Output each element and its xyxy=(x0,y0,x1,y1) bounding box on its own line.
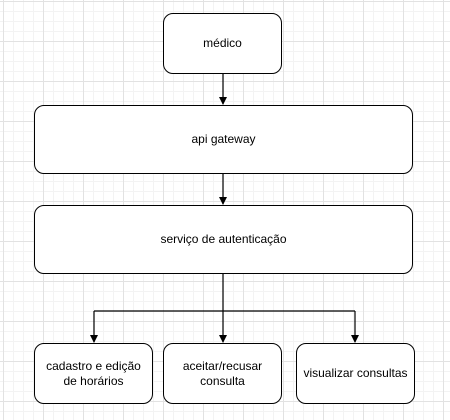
node-medico[interactable]: médico xyxy=(163,13,282,74)
node-schedule-edit-label: cadastro e edição de horários xyxy=(46,358,141,388)
node-view-appointments-label: visualizar consultas xyxy=(303,366,408,380)
node-api-gateway-label: api gateway xyxy=(191,132,256,146)
node-accept-reject[interactable]: aceitar/recusar consulta xyxy=(163,343,282,404)
node-auth-service-label: serviço de autenticação xyxy=(160,232,287,246)
node-schedule-edit[interactable]: cadastro e edição de horários xyxy=(34,343,153,404)
node-api-gateway[interactable]: api gateway xyxy=(34,105,413,174)
node-medico-label: médico xyxy=(203,36,242,50)
node-accept-reject-label: aceitar/recusar consulta xyxy=(182,358,263,388)
node-auth-service[interactable]: serviço de autenticação xyxy=(34,205,413,274)
node-view-appointments[interactable]: visualizar consultas xyxy=(296,343,415,404)
